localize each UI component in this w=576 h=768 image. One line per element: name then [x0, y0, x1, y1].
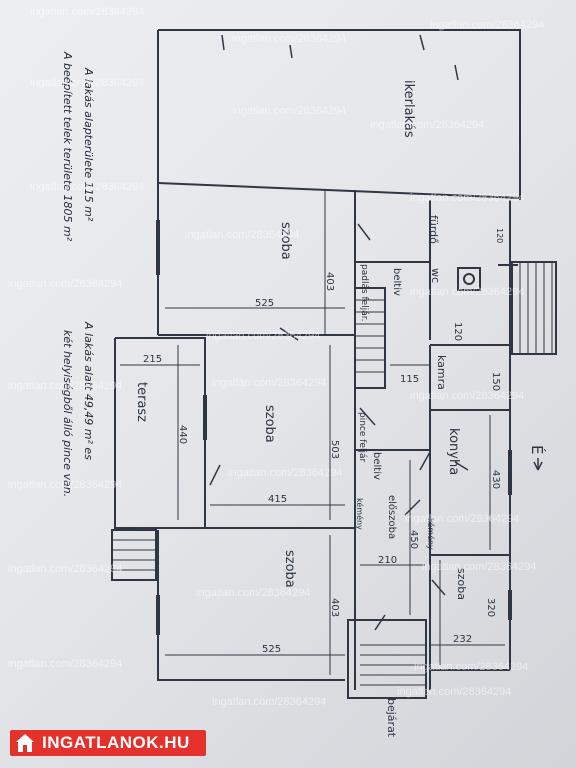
- watermark-20: ingatlan.com/28364294: [422, 561, 537, 573]
- watermark-14: ingatlan.com/28364294: [212, 377, 327, 389]
- watermark-16: ingatlan.com/28364294: [8, 479, 123, 491]
- watermark-6: ingatlan.com/28364294: [370, 119, 485, 131]
- dim-503: 503: [329, 440, 340, 459]
- watermark-2: ingatlan.com/28364294: [232, 33, 347, 45]
- room-labels: ikerlakás fürdő wc padlás feljár. beltiv…: [134, 80, 547, 738]
- dim-215: 215: [143, 354, 162, 365]
- stairs-padlas: [354, 287, 386, 389]
- watermark-8: ingatlan.com/28364294: [410, 192, 525, 204]
- dim-525-top: 525: [255, 298, 274, 309]
- dim-120-b: 120: [452, 322, 463, 341]
- dim-120-a: 120: [495, 228, 504, 243]
- watermark-19: ingatlan.com/28364294: [8, 563, 123, 575]
- dimension-labels: 403 525 215 440 503 415 115 120 120 150 …: [143, 228, 504, 655]
- dim-525-bottom: 525: [262, 644, 281, 655]
- label-wc: wc: [429, 268, 442, 283]
- note-line-3: A lakás alatt 49,49 m² es: [82, 321, 95, 460]
- label-furdo: fürdő: [427, 215, 440, 244]
- watermark-10: ingatlan.com/28364294: [8, 278, 123, 290]
- watermark-22: ingatlan.com/28364294: [8, 658, 123, 670]
- label-ikerlakas: ikerlakás: [401, 80, 416, 138]
- watermark-25: ingatlan.com/28364294: [212, 696, 327, 708]
- stairs-terasz: [111, 529, 157, 581]
- label-beltiv-top: beltiv: [391, 268, 402, 296]
- dim-440: 440: [177, 425, 188, 444]
- watermark-13: ingatlan.com/28364294: [8, 380, 123, 392]
- watermark-11: ingatlan.com/28364294: [410, 286, 525, 298]
- ingatlanok-logo[interactable]: INGATLANOK.HU: [10, 730, 206, 756]
- label-kemeny-2: kémény: [426, 518, 436, 550]
- watermark-7: ingatlan.com/28364294: [30, 181, 145, 193]
- wall-ikerlakas: [157, 182, 521, 199]
- label-szoba-bottom: szoba: [282, 550, 297, 588]
- wc-bowl: [463, 273, 475, 285]
- stairs-top-right: [511, 261, 557, 355]
- windows: [156, 220, 512, 635]
- watermark-21: ingatlan.com/28364294: [196, 587, 311, 599]
- watermark-23: ingatlan.com/28364294: [414, 661, 529, 673]
- stair-treads: [112, 262, 553, 686]
- outer-wall-top: [158, 29, 521, 200]
- label-kemeny-1: kémény: [355, 498, 365, 530]
- notes: A lakás alapterülete 115 m² A beépített …: [61, 51, 95, 497]
- watermark-5: ingatlan.com/28364294: [232, 105, 347, 117]
- label-terasz: terasz: [134, 382, 149, 422]
- dim-115: 115: [400, 374, 419, 385]
- label-szoba-small: szoba: [455, 568, 468, 600]
- wc-fixture: [457, 267, 481, 291]
- label-szoba-top: szoba: [278, 222, 293, 260]
- label-pincefeljaro: pince feljár: [357, 412, 367, 462]
- label-padlasfeljaro: padlás feljár.: [359, 264, 369, 321]
- label-kamra: kamra: [435, 355, 448, 390]
- dim-415: 415: [268, 494, 287, 505]
- watermark-24: ingatlan.com/28364294: [397, 686, 512, 698]
- terasz-outline: [114, 337, 206, 529]
- dim-320: 320: [485, 598, 496, 617]
- dim-403-bottom: 403: [329, 598, 340, 617]
- watermark-18: ingatlan.com/28364294: [405, 513, 520, 525]
- north-arrow: [533, 458, 543, 471]
- watermark-15: ingatlan.com/28364294: [410, 390, 525, 402]
- dim-403-top: 403: [324, 272, 335, 291]
- label-eloszoba: előszoba: [386, 495, 398, 539]
- label-bejarat: bejárat: [385, 698, 398, 738]
- label-north: É: [528, 445, 547, 454]
- watermark-17: ingatlan.com/28364294: [228, 467, 343, 479]
- logo-text: INGATLANOK.HU: [42, 733, 190, 752]
- floor-plan-walls: [111, 29, 557, 699]
- dim-450: 450: [408, 530, 419, 549]
- wall-szoba-bottom: [157, 530, 345, 681]
- watermark-9: ingatlan.com/28364294: [185, 229, 300, 241]
- dim-232: 232: [453, 634, 472, 645]
- note-line-4: két helyiségből álló pince van.: [61, 330, 74, 497]
- dim-210: 210: [378, 555, 397, 566]
- label-beltiv-mid: beltiv: [371, 452, 382, 480]
- door-swings: [209, 34, 469, 631]
- label-szoba-mid: szoba: [262, 405, 277, 443]
- watermark-3: ingatlan.com/28364294: [430, 19, 545, 31]
- stairs-entrance: [347, 619, 427, 699]
- dim-430: 430: [490, 470, 501, 489]
- watermark-4: ingatlan.com/28364294: [30, 77, 145, 89]
- note-line-1: A lakás alapterülete 115 m²: [82, 67, 95, 222]
- house-icon: [14, 732, 36, 754]
- watermark-1: ingatlan.com/28364294: [30, 6, 145, 18]
- note-line-2: A beépített telek területe 1805 m²: [61, 51, 74, 242]
- dim-150: 150: [490, 372, 501, 391]
- label-konyha: konyha: [446, 428, 461, 475]
- watermark-12: ingatlan.com/28364294: [206, 330, 321, 342]
